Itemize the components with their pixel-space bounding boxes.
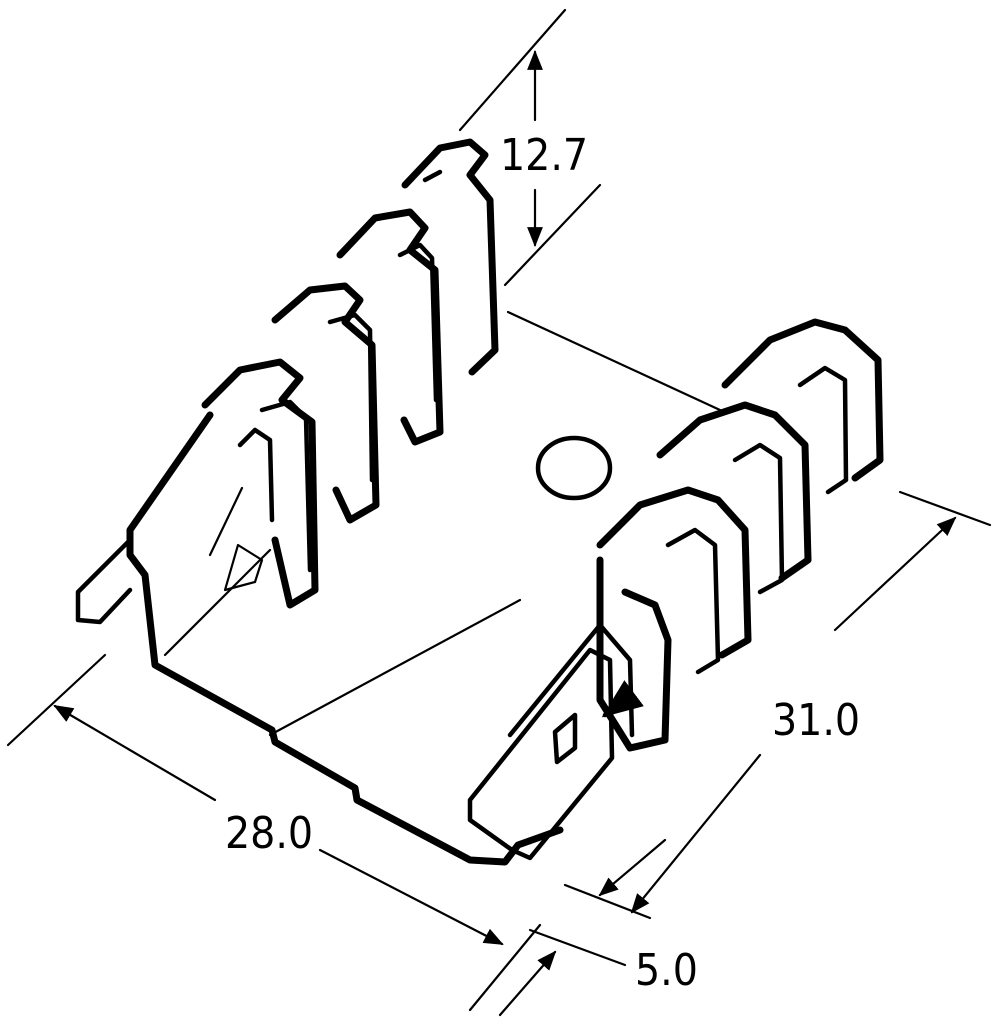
- dimension-tab-offset-label: 5.0: [635, 945, 698, 996]
- dimension-length: 28.0: [6, 653, 542, 1012]
- base-plate: [208, 310, 722, 557]
- dimension-height-label: 12.7: [500, 130, 588, 181]
- dimension-depth: 31.0: [563, 490, 992, 920]
- left-fin-group: [201, 138, 499, 609]
- dimension-height: 12.7: [458, 8, 602, 287]
- mounting-hole: [535, 435, 613, 501]
- left-solder-pin: [75, 537, 133, 625]
- dimension-length-label: 28.0: [225, 808, 313, 859]
- dimension-tab-offset: 5.0: [498, 838, 698, 1017]
- right-solder-tab: [467, 647, 644, 861]
- dimension-depth-label: 31.0: [772, 695, 860, 746]
- front-bent-edge: [126, 411, 564, 866]
- right-fin-group: [507, 318, 884, 752]
